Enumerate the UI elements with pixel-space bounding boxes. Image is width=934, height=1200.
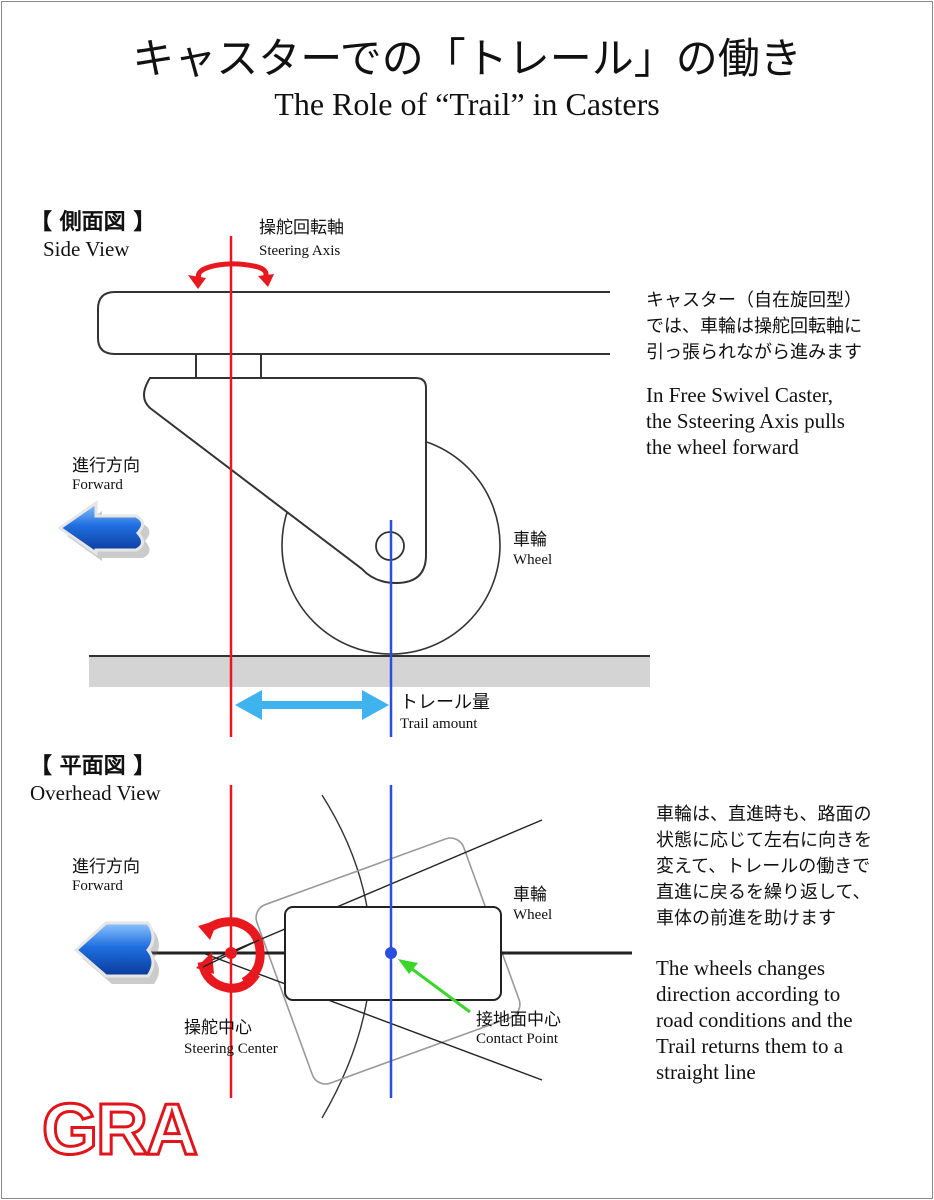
title-english: The Role of “Trail” in Casters bbox=[274, 86, 660, 122]
gra-logo: GRA bbox=[41, 1090, 200, 1170]
wheel-label-jp-side: 車輪 bbox=[513, 530, 547, 550]
side-description-en: In Free Swivel Caster, the Ssteering Axi… bbox=[646, 383, 845, 459]
wheel-label-jp-overhead: 車輪 bbox=[513, 885, 547, 905]
vehicle-body bbox=[97, 291, 610, 355]
side-view-heading-jp: 【 側面図 】 bbox=[30, 210, 156, 235]
steering-axis-label-jp: 操舵回転軸 bbox=[259, 218, 344, 238]
contact-point-arrow bbox=[398, 959, 471, 1014]
ground bbox=[89, 656, 650, 687]
side-description-jp: キャスター（自在旋回型） では、車輪は操舵回転軸に 引っ張られながら進みます bbox=[646, 290, 862, 363]
steering-center-icon bbox=[196, 917, 265, 993]
side-view-heading-en: Side View bbox=[43, 237, 130, 261]
forward-label-jp-overhead: 進行方向 bbox=[72, 857, 140, 877]
trail-amount-label-en: Trail amount bbox=[400, 716, 478, 732]
contact-point-label-jp: 接地面中心 bbox=[476, 1010, 561, 1030]
forward-label-jp-side: 進行方向 bbox=[72, 456, 140, 476]
overhead-view-heading-en: Overhead View bbox=[30, 781, 161, 805]
forward-label-en-side: Forward bbox=[72, 477, 123, 493]
overhead-description-jp: 車輪は、直進時も、路面の 状態に応じて左右に向きを 変えて、トレールの働きで 直… bbox=[656, 804, 872, 929]
steering-axis-label-en: Steering Axis bbox=[259, 243, 341, 259]
wheel-label-en-overhead: Wheel bbox=[513, 907, 553, 923]
steering-center-label-en: Steering Center bbox=[184, 1041, 278, 1057]
contact-point-dot bbox=[385, 947, 397, 959]
forward-arrow-icon-overhead bbox=[73, 921, 159, 984]
overhead-description-en: The wheels changes direction according t… bbox=[656, 956, 853, 1084]
caster-fork bbox=[143, 377, 427, 585]
contact-point-label-en: Contact Point bbox=[476, 1031, 559, 1047]
forward-arrow-icon-side bbox=[57, 500, 150, 561]
overhead-view-heading-jp: 【 平面図 】 bbox=[30, 754, 156, 779]
trail-amount-arrow bbox=[235, 690, 389, 720]
swivel-bearing bbox=[195, 353, 262, 379]
forward-label-en-overhead: Forward bbox=[72, 878, 123, 894]
wheel-label-en-side: Wheel bbox=[513, 552, 553, 568]
title-japanese: キャスターでの「トレール」の働き bbox=[132, 34, 802, 83]
rotation-arrow-icon bbox=[188, 261, 274, 289]
steering-center-label-jp: 操舵中心 bbox=[184, 1018, 252, 1038]
trail-amount-label-jp: トレール量 bbox=[400, 692, 490, 713]
